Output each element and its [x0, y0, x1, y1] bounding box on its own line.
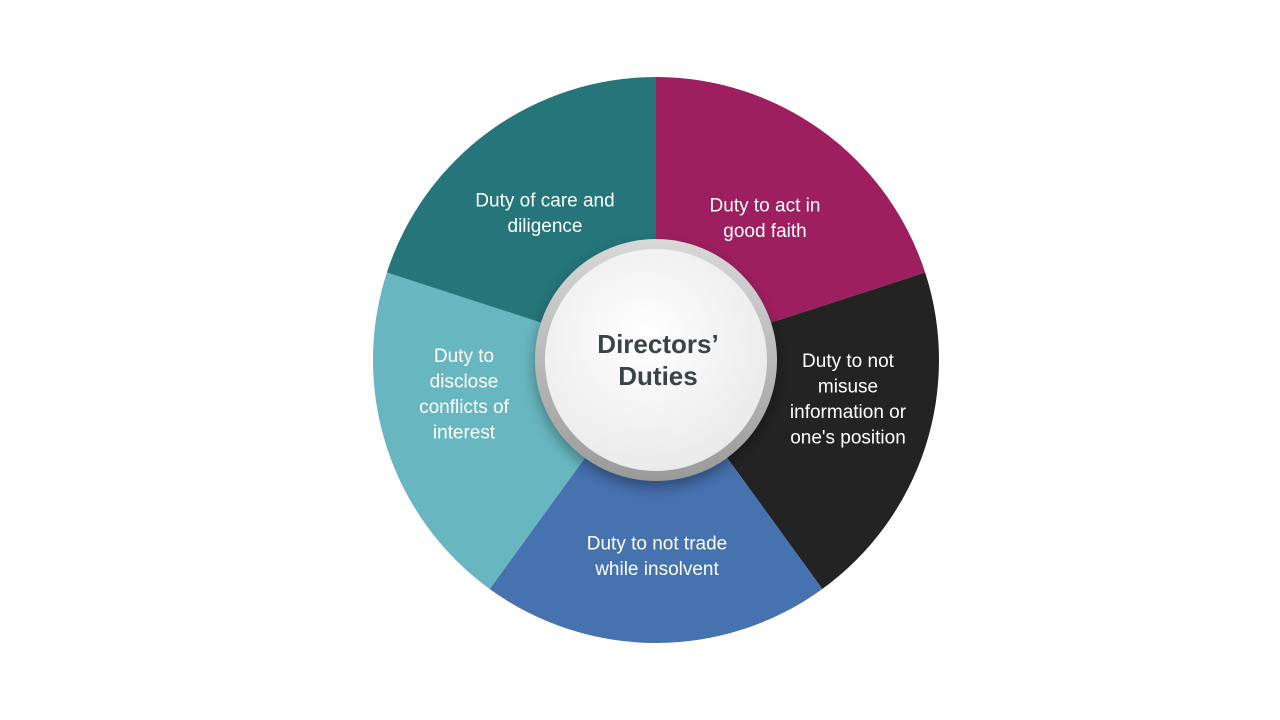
- segment-label-good-faith: Duty to act in good faith: [710, 195, 821, 242]
- segment-label-line: Duty of care and: [475, 190, 614, 211]
- segment-insolvent: [489, 360, 823, 643]
- segment-label-line: disclose: [430, 371, 499, 392]
- center-title-line: Directors’: [597, 329, 718, 359]
- segment-label-line: Duty to not trade: [587, 533, 727, 554]
- segment-label-line: good faith: [723, 221, 806, 242]
- segment-label-misuse: Duty to not misuse information or one's pos…: [790, 351, 907, 449]
- segment-label-insolvent: Duty to not trade while insolvent: [587, 533, 727, 580]
- center-title: Directors’Duties: [597, 329, 718, 391]
- segment-label-conflicts: Duty to disclose conflicts of interest: [419, 346, 509, 444]
- segment-label-line: diligence: [508, 216, 583, 237]
- segment-label-line: while insolvent: [594, 559, 719, 580]
- segment-label-line: misuse: [818, 376, 878, 397]
- segment-label-line: Duty to act in: [710, 195, 821, 216]
- segment-label-line: Duty to not: [802, 351, 895, 372]
- segment-label-care: Duty of care and diligence: [475, 190, 614, 237]
- segment-label-line: conflicts of: [419, 397, 509, 418]
- center-hub: Directors’Duties: [535, 239, 777, 481]
- center-title-line: Duties: [618, 361, 697, 391]
- center-hub-face: [545, 249, 767, 471]
- segment-label-line: interest: [433, 422, 496, 443]
- segment-label-line: one's position: [790, 427, 906, 448]
- segment-label-line: Duty to: [434, 346, 494, 367]
- segment-label-line: information or: [790, 402, 907, 423]
